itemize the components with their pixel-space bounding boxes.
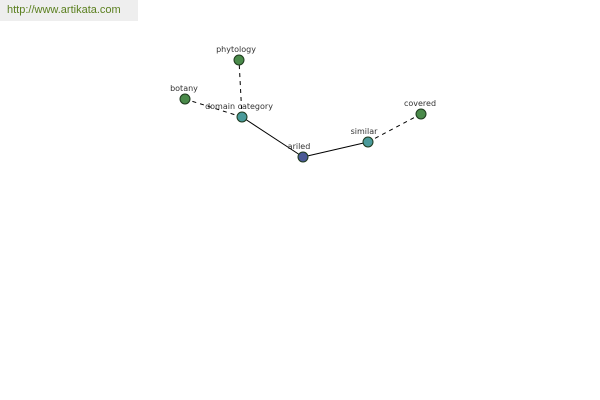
node-ariled[interactable] xyxy=(297,151,309,163)
node-phytology[interactable] xyxy=(233,54,245,66)
node-botany[interactable] xyxy=(179,93,191,105)
url-banner: http://www.artikata.com xyxy=(0,0,138,21)
labels-layer: ariled domain category phytology botany simi… xyxy=(170,45,436,151)
node-label-ariled: ariled xyxy=(288,142,311,151)
edge-domain_category-phytology xyxy=(238,59,243,118)
node-label-covered: covered xyxy=(404,99,436,108)
node-similar[interactable] xyxy=(362,136,374,148)
edges-layer xyxy=(184,59,422,158)
node-label-botany: botany xyxy=(170,84,198,93)
node-label-phytology: phytology xyxy=(216,45,256,54)
node-label-similar: similar xyxy=(351,127,379,136)
node-covered[interactable] xyxy=(415,108,427,120)
nodes-layer xyxy=(179,54,427,163)
node-domain-category[interactable] xyxy=(236,111,248,123)
edge-ariled-domain_category xyxy=(241,116,304,158)
edge-domain_category-botany xyxy=(184,98,243,118)
edge-similar-covered xyxy=(367,113,422,143)
node-label-domain-category: domain category xyxy=(205,102,273,111)
site-url-link[interactable]: http://www.artikata.com xyxy=(7,4,121,16)
edge-ariled-similar xyxy=(302,141,369,158)
